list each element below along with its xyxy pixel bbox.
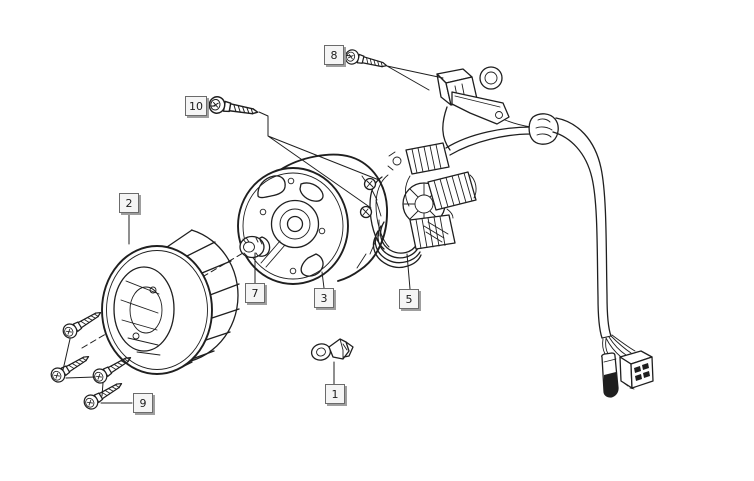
multi-pin-connector-drawing: [619, 350, 654, 390]
screw-8-drawing: [343, 47, 389, 74]
cable-clip-drawing: [310, 338, 354, 361]
callout-5[interactable]: 5: [399, 289, 419, 309]
nut-drawing: [239, 235, 265, 259]
callout-9[interactable]: 9: [133, 393, 153, 413]
callout-2[interactable]: 2: [119, 193, 139, 213]
callout-1[interactable]: 1: [325, 384, 345, 404]
wiring-harness-drawing: [445, 113, 654, 398]
callout-8[interactable]: 8: [324, 45, 344, 65]
leader-lines: [62, 54, 444, 404]
callout-7[interactable]: 7: [245, 283, 265, 303]
stator-drawing: [359, 142, 477, 269]
screw-10-drawing: [207, 94, 260, 122]
pickup-sensor-drawing: [436, 66, 532, 151]
bullet-terminal-drawing: [601, 352, 619, 398]
callout-3[interactable]: 3: [314, 288, 334, 308]
callout-10[interactable]: 10: [185, 96, 207, 116]
fan-wheel-drawing: [101, 229, 240, 375]
